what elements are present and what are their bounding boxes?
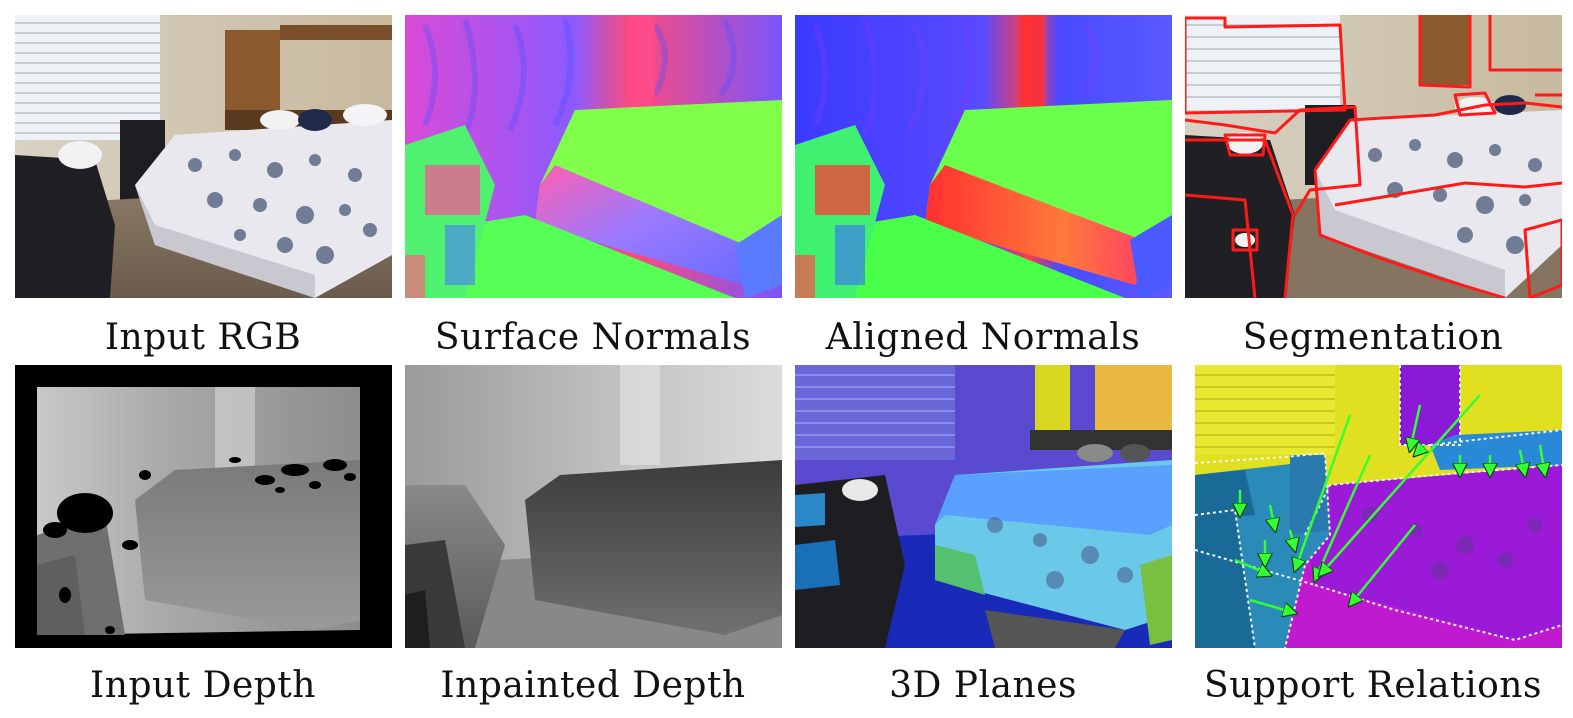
panel-caption: Input RGB [104, 317, 302, 358]
panel-caption: Surface Normals [434, 317, 752, 358]
3d-planes-image [795, 365, 1172, 648]
input-depth-image [15, 365, 392, 648]
panel-caption: Inpainted Depth [440, 665, 746, 706]
support-relations-image [1195, 365, 1562, 648]
panel-caption: Aligned Normals [825, 317, 1141, 358]
segmentation-image [1185, 15, 1562, 298]
panel-caption: 3D Planes [889, 665, 1077, 706]
panel-caption: Segmentation [1242, 317, 1504, 358]
surface-normals-image [405, 15, 782, 298]
aligned-normals-image [795, 15, 1172, 298]
inpainted-depth-image [405, 365, 782, 648]
input-rgb-image [15, 15, 392, 298]
panel-caption: Support Relations [1204, 665, 1542, 706]
panel-caption: Input Depth [90, 665, 316, 706]
